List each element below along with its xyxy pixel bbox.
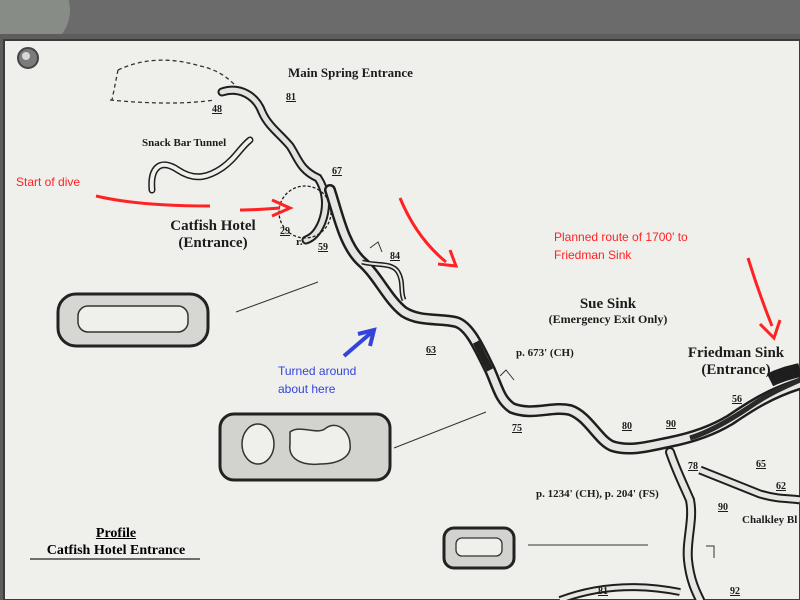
- friedman-sink-label: Friedman Sink (Entrance): [676, 345, 796, 380]
- turned-around-arrow: [342, 327, 377, 358]
- start-of-dive-note: Start of dive: [16, 175, 81, 189]
- depth-92: 92: [730, 586, 740, 597]
- depth-75: 75: [512, 423, 522, 434]
- depth-63: 63: [426, 345, 436, 356]
- turned-around-line2: about here: [278, 382, 336, 396]
- depth-90: 90: [666, 419, 676, 430]
- depth-59: 59: [318, 242, 328, 253]
- cross-section-3: [442, 526, 516, 570]
- chalkley-label: Chalkley Bl: [742, 514, 798, 526]
- wall-background: [0, 0, 800, 36]
- turned-around-note: Turned around about here: [278, 362, 356, 398]
- friedman-sink-name: Friedman Sink: [687, 345, 785, 361]
- cross-section-2: [218, 412, 392, 482]
- depth-90b: 90: [718, 502, 728, 513]
- ref-p1234: p. 1234' (CH), p. 204' (FS): [536, 488, 659, 500]
- depth-84: 84: [390, 251, 400, 262]
- depth-78: 78: [688, 461, 698, 472]
- depth-81b: 81: [598, 586, 608, 597]
- r-label: r.: [296, 236, 303, 248]
- route-arrow-1: [398, 197, 459, 268]
- cross-section-1: [56, 292, 210, 348]
- sue-sink-label: Sue Sink (Emergency Exit Only): [528, 296, 688, 327]
- profile-caption: Profile Catfish Hotel Entrance: [28, 526, 204, 560]
- catfish-hotel-name: Catfish Hotel: [170, 218, 256, 234]
- catfish-hotel-sub: (Entrance): [178, 235, 248, 252]
- start-arrow: [95, 194, 294, 218]
- depth-56: 56: [732, 394, 742, 405]
- planned-route-line2: Friedman Sink: [554, 248, 632, 262]
- profile-subtitle: Catfish Hotel Entrance: [46, 542, 186, 558]
- depth-29: 29: [280, 226, 290, 237]
- profile-title: Profile: [95, 526, 137, 541]
- planned-route-note: Planned route of 1700' to Friedman Sink: [554, 228, 688, 264]
- ref-p673: p. 673' (CH): [516, 347, 574, 359]
- depth-67: 67: [332, 166, 342, 177]
- sue-sink-sub: (Emergency Exit Only): [548, 312, 668, 327]
- snack-bar-tunnel-label: Snack Bar Tunnel: [142, 137, 227, 149]
- depth-48: 48: [212, 104, 222, 115]
- dashed-tunnel: [109, 59, 239, 104]
- planned-route-line1: Planned route of 1700' to: [554, 230, 688, 244]
- route-arrow-2: [746, 257, 782, 341]
- sue-sink-name: Sue Sink: [579, 296, 637, 312]
- depth-65: 65: [756, 459, 766, 470]
- friedman-sink-sub: (Entrance): [701, 362, 771, 379]
- main-spring-entrance-label: Main Spring Entrance: [288, 65, 413, 80]
- turned-around-line1: Turned around: [278, 364, 357, 378]
- depth-80: 80: [622, 421, 632, 432]
- depth-62: 62: [776, 481, 786, 492]
- catfish-hotel-label: Catfish Hotel (Entrance): [158, 218, 268, 253]
- depth-81: 81: [286, 92, 296, 103]
